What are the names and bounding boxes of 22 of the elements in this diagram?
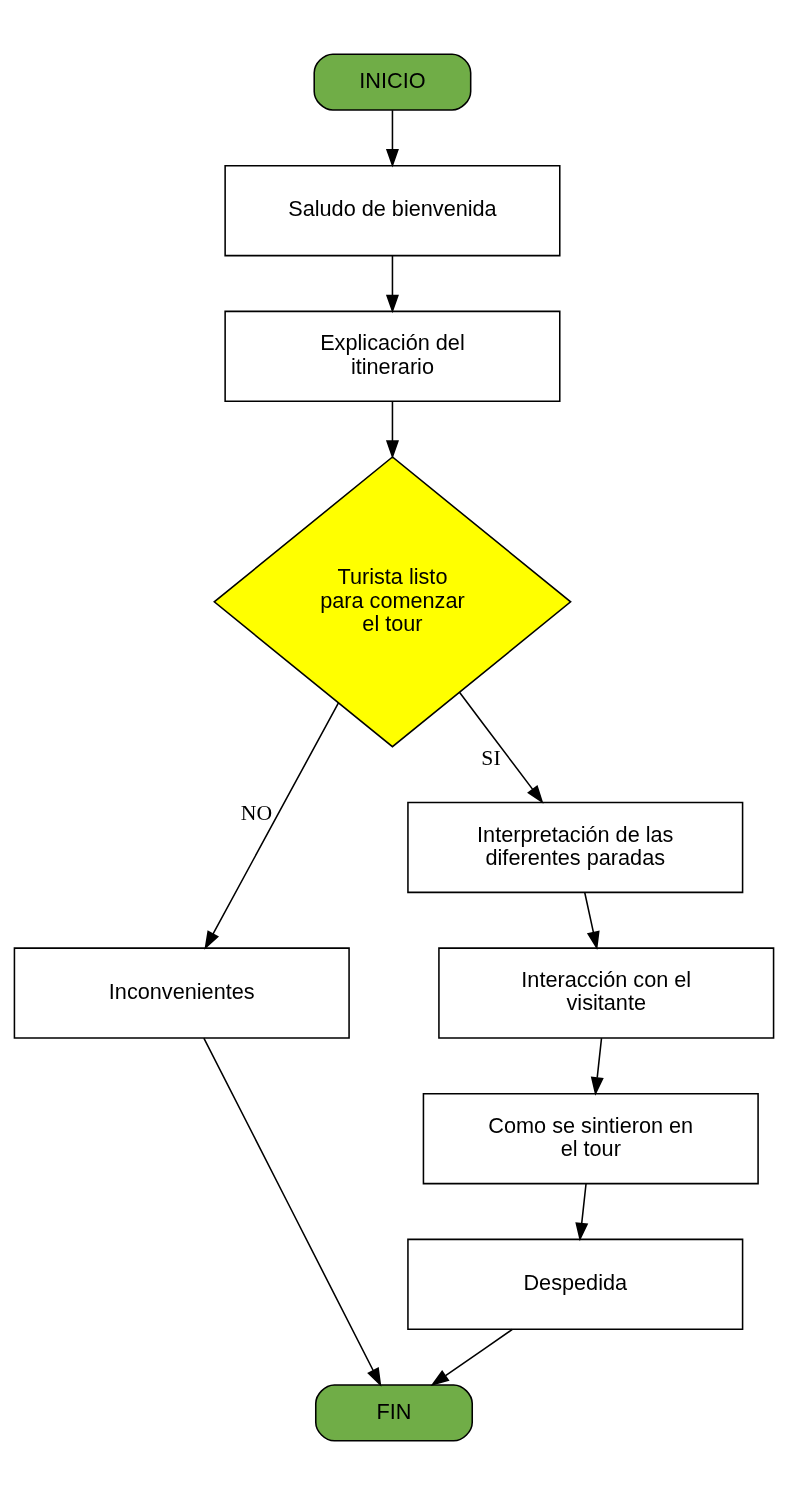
arrow	[583, 891, 600, 951]
arrow	[385, 109, 399, 168]
node-box: Interacción con el visitante	[438, 947, 775, 1039]
node-box: Explicación del itinerario	[224, 310, 561, 402]
node-box: Saludo de bienvenida	[224, 164, 561, 257]
node-box: Como se sintieron en el tour	[422, 1093, 759, 1185]
edge-label: NO	[240, 800, 273, 825]
node-box: FIN	[315, 1384, 473, 1442]
node-box: Inconvenientes	[13, 947, 350, 1039]
edge-label: SI	[481, 745, 501, 770]
node-diamond: Turista listo para comenzar el tour	[213, 456, 572, 748]
node-box: INICIO	[313, 53, 472, 111]
node-box: Interpretación de las diferentes paradas	[407, 801, 744, 894]
arrow	[385, 255, 399, 314]
node-box: Despedida	[407, 1238, 744, 1331]
arrow	[575, 1183, 589, 1242]
arrow	[430, 1328, 514, 1387]
arrow	[590, 1037, 604, 1096]
arrow	[204, 702, 340, 950]
arrow	[385, 401, 399, 459]
arrow	[203, 1037, 382, 1387]
arrow	[458, 691, 544, 804]
